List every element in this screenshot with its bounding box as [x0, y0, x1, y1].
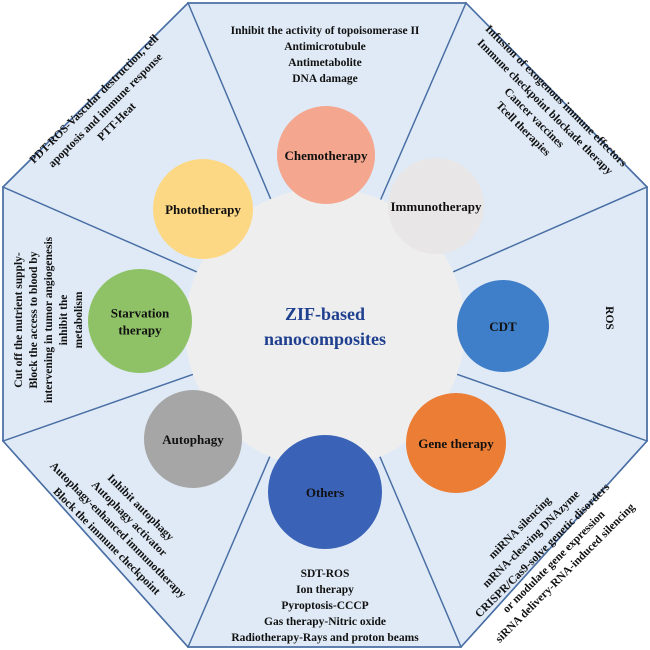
modality-immunotherapy: Immunotherapy	[388, 158, 484, 254]
starvation-therapy-notes: Cut off the nutrient supply-Block the ac…	[13, 236, 85, 403]
center-title-line-1: ZIF-based	[285, 304, 365, 324]
cdt-notes: ROS	[603, 306, 615, 330]
autophagy-label: Autophagy	[162, 432, 224, 447]
chemotherapy-note-line: Antimicrotubule	[284, 41, 366, 53]
gene-therapy-circle	[406, 393, 506, 493]
autophagy-circle	[144, 390, 242, 488]
chemotherapy-label: Chemotherapy	[284, 148, 368, 163]
modality-starvation-therapy: Starvation therapy	[88, 269, 192, 373]
others-circle	[268, 435, 382, 549]
others-note-line: Ion therapy	[296, 584, 354, 596]
starvation-therapy-note-line: intervening in tumor angiogenesis	[43, 236, 55, 403]
center-disc	[185, 188, 465, 468]
cdt-circle	[457, 280, 549, 372]
phototherapy-circle	[153, 159, 253, 259]
modality-autophagy: Autophagy	[144, 390, 242, 488]
modality-chemotherapy: Chemotherapy	[277, 106, 375, 204]
starvation-therapy-note-line: Block the access to blood by	[28, 251, 40, 388]
starvation-therapy-circle	[88, 269, 192, 373]
starvation-therapy-note-line: metabolism	[73, 291, 85, 348]
chemotherapy-notes: Inhibit the activity of topoisomerase II…	[231, 25, 420, 85]
chemotherapy-note-line: Antimetabolite	[288, 57, 361, 69]
starvation-therapy-label: Starvation	[111, 306, 170, 321]
chemotherapy-note-line: DNA damage	[292, 73, 358, 85]
immunotherapy-circle	[388, 158, 484, 254]
others-note-line: Radiotherapy-Rays and proton beams	[231, 632, 419, 644]
center-title-line-2: nanocomposites	[264, 329, 386, 349]
chemotherapy-circle	[277, 106, 375, 204]
modality-phototherapy: Phototherapy	[153, 159, 253, 259]
gene-therapy-label: Gene therapy	[418, 436, 494, 451]
cdt-label: CDT	[489, 319, 517, 334]
immunotherapy-label: Immunotherapy	[390, 199, 482, 214]
phototherapy-label: Phototherapy	[165, 202, 241, 217]
cdt-note-line: ROS	[603, 306, 615, 330]
starvation-therapy-note-line: Cut off the nutrient supply-	[13, 252, 25, 388]
modality-cdt: CDT	[457, 280, 549, 372]
modality-others: Others	[268, 435, 382, 549]
starvation-therapy-label: therapy	[118, 323, 162, 338]
others-label: Others	[306, 485, 344, 500]
modality-gene-therapy: Gene therapy	[406, 393, 506, 493]
chemotherapy-note-line: Inhibit the activity of topoisomerase II	[231, 25, 420, 37]
others-note-line: Gas therapy-Nitric oxide	[264, 616, 386, 628]
others-note-line: Pyroptosis-CCCP	[281, 600, 368, 612]
starvation-therapy-note-line: inhibit the	[58, 295, 70, 346]
others-note-line: SDT-ROS	[301, 568, 350, 580]
